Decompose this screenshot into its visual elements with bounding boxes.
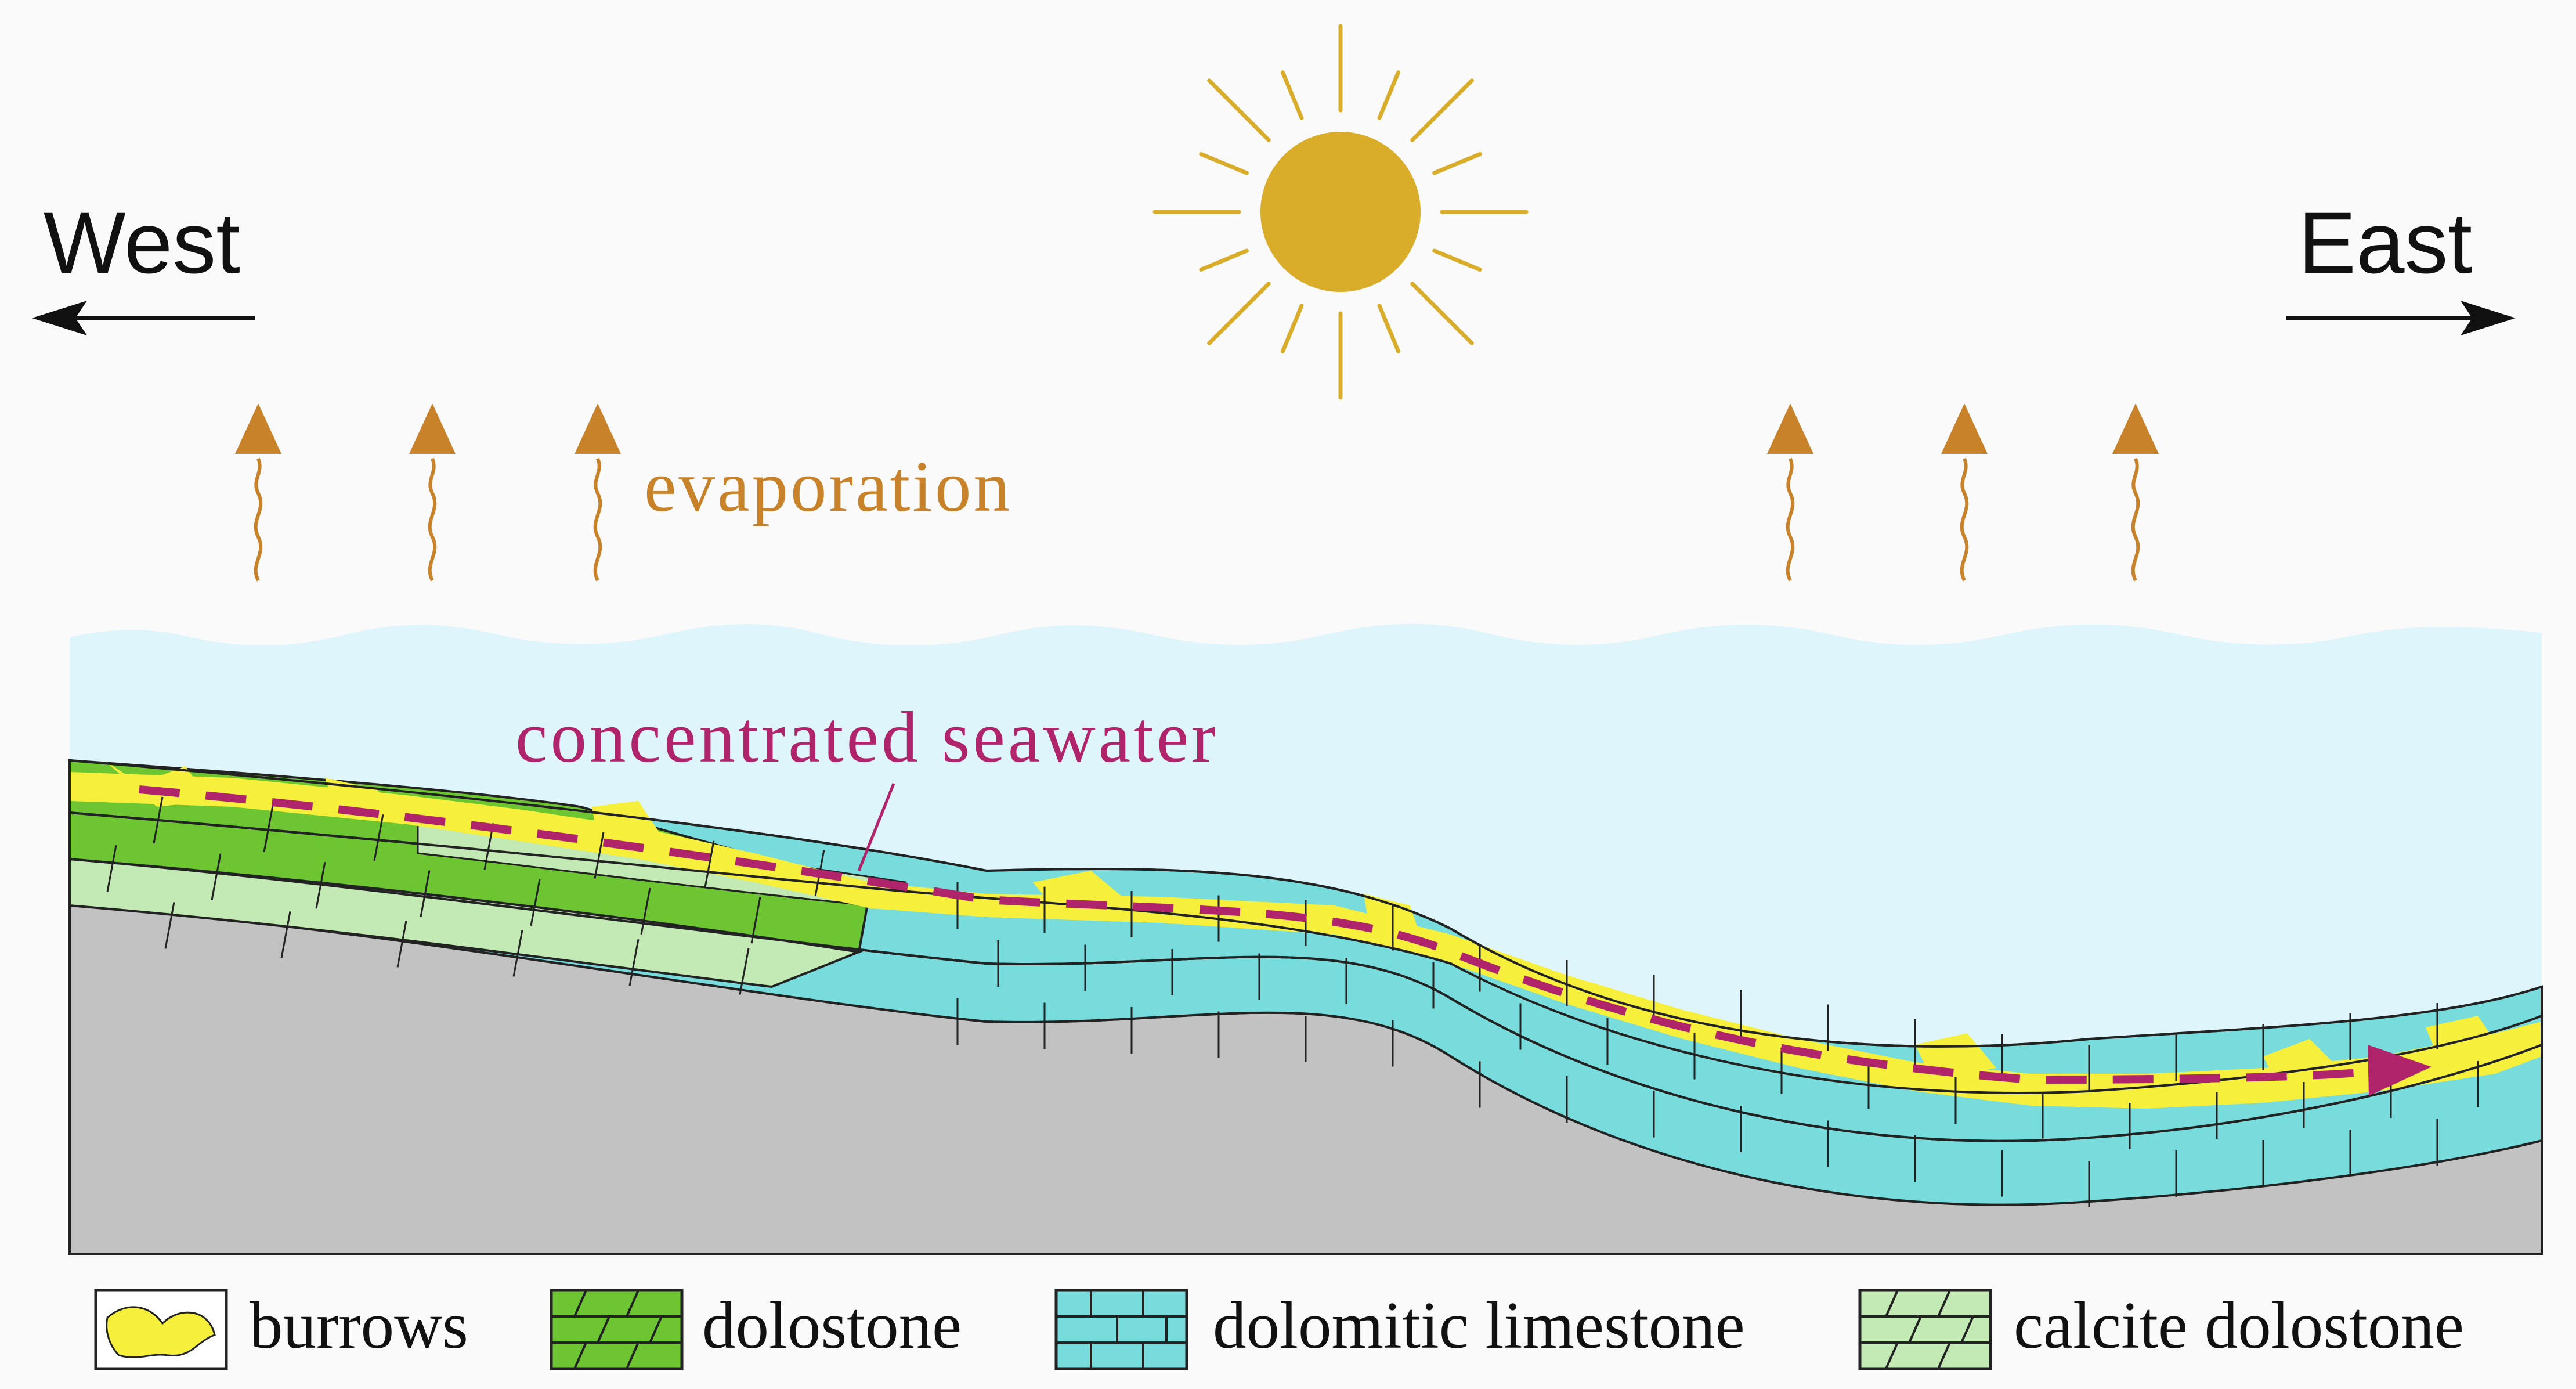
brick-tick — [280, 911, 291, 958]
brick-tick — [628, 939, 640, 986]
sun-ray — [1199, 152, 1249, 175]
evaporation-arrow-icon — [235, 403, 281, 582]
sun-ray — [1432, 152, 1482, 175]
brick-tick — [512, 930, 523, 977]
evaporation-arrows — [235, 403, 2159, 582]
dolomitic-limestone-swatch — [1054, 1289, 1188, 1370]
brick-tick — [315, 861, 326, 909]
legend-label-dolostone: dolostone — [702, 1289, 962, 1362]
evaporation-label: evaporation — [644, 447, 1012, 527]
sun-ray — [1199, 248, 1249, 272]
sun-ray — [1410, 78, 1474, 142]
brick-tick — [594, 832, 605, 879]
sun-ray — [1432, 248, 1482, 272]
legend-label-calcite-dolostone: calcite dolostone — [2014, 1289, 2464, 1362]
sun-ray — [1410, 282, 1474, 345]
sun-ray — [1281, 304, 1304, 353]
brick-tick — [640, 887, 651, 935]
brick-tick — [373, 814, 384, 861]
west-label: West — [44, 194, 240, 291]
evaporation-arrow-icon — [1941, 403, 1988, 582]
brick-tick — [106, 845, 117, 892]
brick-tick — [153, 796, 164, 844]
seawater-flow-line — [139, 785, 2380, 1084]
brick-tick — [420, 870, 431, 917]
evaporation-arrow-icon — [2112, 403, 2159, 582]
brick-tick — [739, 948, 750, 995]
brick-tick — [750, 896, 761, 944]
brick-tick — [211, 853, 222, 901]
calcite-dolostone-swatch — [1858, 1289, 1992, 1370]
sun-ray — [1377, 304, 1400, 353]
east-arrow-icon — [2286, 301, 2516, 335]
dolostone-swatch — [550, 1289, 684, 1370]
evaporation-arrow-icon — [1767, 403, 1813, 582]
brick-tick — [164, 902, 175, 949]
sun-ray — [1207, 78, 1271, 142]
sun-ray — [1377, 70, 1400, 120]
legend-label-dolomitic-limestone: dolomitic limestone — [1213, 1289, 1745, 1362]
seawater-leader-line — [857, 783, 895, 871]
brick-tick — [530, 879, 541, 926]
brick-tick — [396, 921, 407, 968]
sun-ray — [1281, 70, 1304, 120]
seawater-flow-arrowhead — [2368, 1045, 2432, 1096]
layer-boundaries — [68, 759, 2543, 1254]
brick-tick — [704, 840, 715, 888]
brick-pattern — [106, 796, 2479, 1207]
evaporation-arrow-icon — [409, 403, 456, 582]
east-label: East — [2298, 194, 2472, 291]
evaporation-arrow-icon — [575, 403, 621, 582]
legend-label-burrows: burrows — [250, 1289, 468, 1362]
sun-icon — [1152, 24, 1529, 400]
west-arrow-icon — [32, 301, 255, 335]
legend: burrows dolostone dolomitic limestone ca… — [94, 1289, 2464, 1370]
burrows-swatch — [94, 1289, 228, 1370]
seawater-label: concentrated seawater — [515, 698, 1219, 778]
sun-ray — [1207, 282, 1271, 345]
brick-tick — [263, 805, 274, 853]
